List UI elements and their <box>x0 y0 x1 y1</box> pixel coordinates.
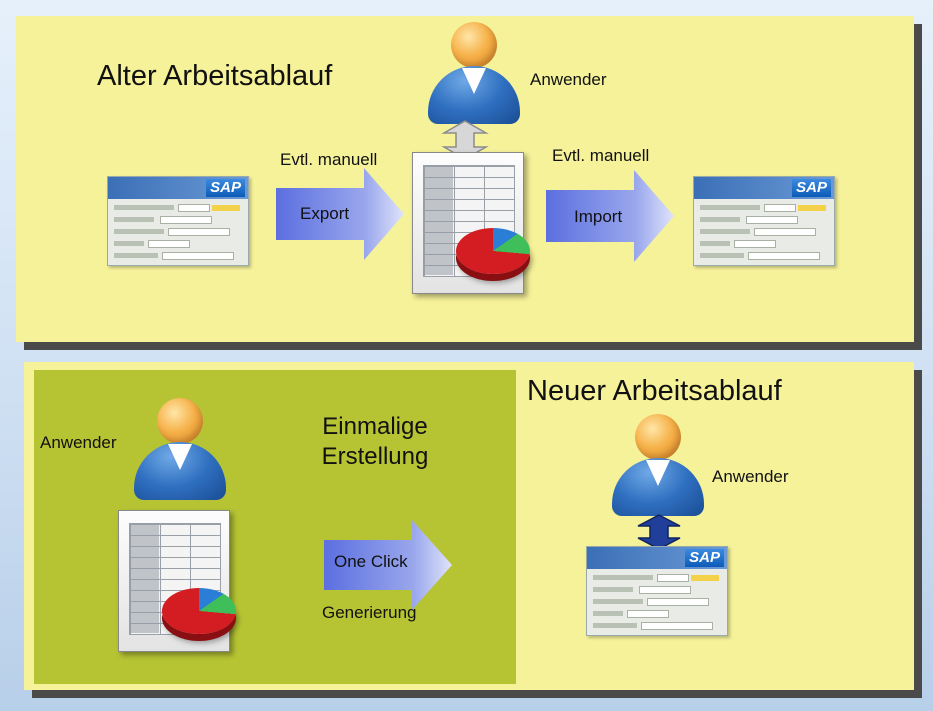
sap-logo: SAP <box>685 549 724 567</box>
pie-chart-icon <box>456 228 530 274</box>
import-label: Import <box>574 207 623 226</box>
sap-screen-source: SAP <box>107 176 249 266</box>
old-user-label: Anwender <box>530 70 607 89</box>
bidirectional-arrow-icon <box>637 514 681 550</box>
creator-user-label: Anwender <box>40 433 117 452</box>
old-workflow-title: Alter Arbeitsablauf <box>97 60 333 92</box>
one-click-label: One Click <box>334 552 408 571</box>
user-icon <box>612 414 704 516</box>
spreadsheet-icon <box>118 510 230 652</box>
sap-logo: SAP <box>206 179 245 197</box>
one-time-creation-label: Einmalige Erstellung <box>321 413 429 470</box>
pie-chart-icon <box>162 588 236 634</box>
spreadsheet-icon <box>412 152 524 294</box>
export-label: Export <box>300 204 350 223</box>
export-arrow-caption: Evtl. manuell <box>280 150 378 169</box>
end-user-label: Anwender <box>712 467 789 486</box>
user-icon <box>428 22 520 124</box>
new-workflow-title: Neuer Arbeitsablauf <box>527 375 782 407</box>
export-arrow <box>276 168 404 260</box>
user-icon <box>134 398 226 500</box>
sap-screen-target: SAP <box>693 176 835 266</box>
import-arrow <box>546 170 674 262</box>
sap-screen: SAP <box>586 546 728 636</box>
creation-area <box>34 370 516 684</box>
import-arrow-caption: Evtl. manuell <box>552 146 650 165</box>
generation-label: Generierung <box>322 603 417 622</box>
one-click-arrow <box>324 520 452 610</box>
sap-logo: SAP <box>792 179 831 197</box>
